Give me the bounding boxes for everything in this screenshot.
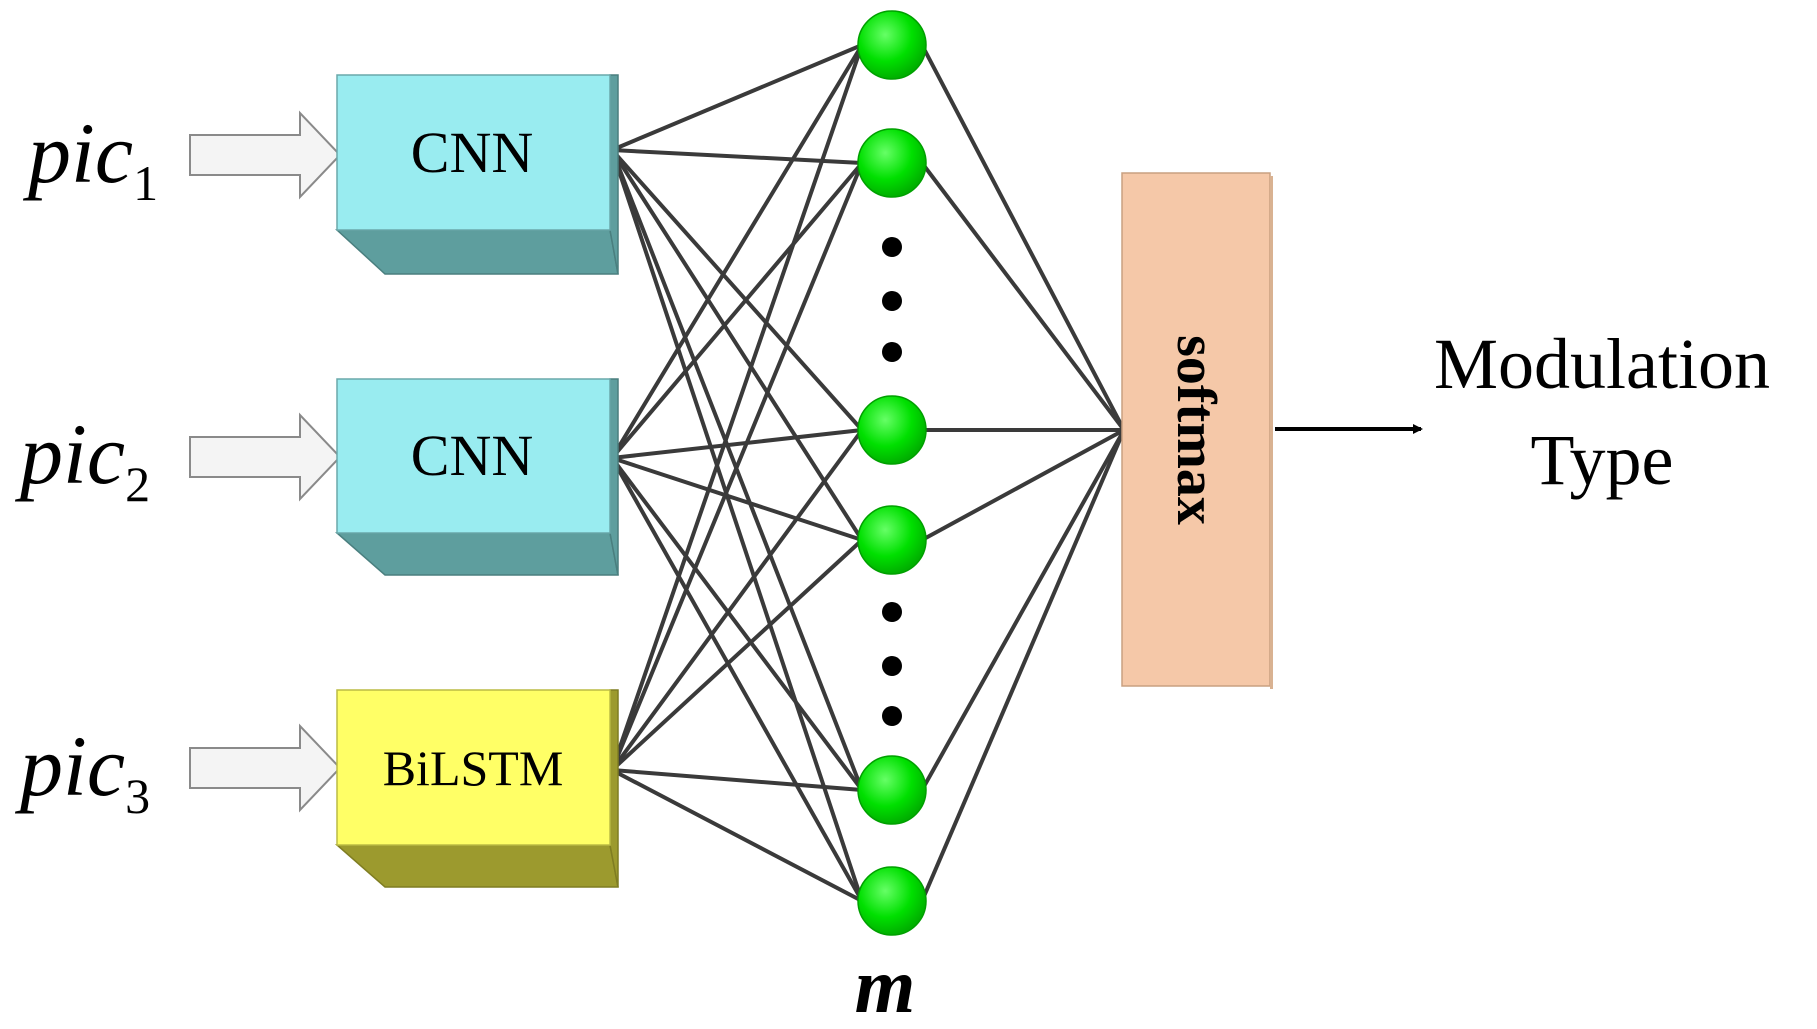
- connection-edges: [610, 43, 1126, 903]
- edge-input-to-hidden-16: [611, 768, 863, 792]
- edge-input-to-hidden-2: [610, 148, 864, 432]
- bilstm-block-label: BiLSTM: [383, 740, 564, 796]
- edge-input-to-hidden-0: [611, 43, 863, 152]
- edge-input-to-hidden-7: [610, 161, 864, 460]
- input-label-1: pic1: [22, 105, 158, 211]
- edge-input-to-hidden-8: [611, 428, 863, 460]
- edge-input-to-hidden-3: [610, 148, 864, 542]
- hidden-node-4: [857, 505, 927, 575]
- cnn-block-1-label: CNN: [411, 120, 533, 185]
- edge-hidden-to-softmax-1: [920, 161, 1126, 432]
- edge-input-to-hidden-6: [610, 43, 864, 460]
- input-label-3: pic3: [14, 718, 150, 824]
- input-arrow-3: [189, 723, 342, 813]
- ellipsis-dots-upper: [882, 237, 902, 362]
- hidden-layer: [857, 10, 927, 936]
- edge-input-to-hidden-12: [610, 44, 864, 771]
- edge-input-to-hidden-17: [611, 768, 863, 903]
- hidden-node-6: [857, 866, 927, 936]
- input-arrow-1: [189, 110, 342, 200]
- hidden-node-3: [857, 395, 927, 465]
- output-label-line1: Modulation: [1434, 324, 1770, 404]
- softmax-block: softmax: [1121, 172, 1273, 689]
- ellipsis-dots-lower: [882, 602, 902, 726]
- edge-input-to-hidden-11: [610, 457, 864, 902]
- edge-hidden-to-softmax-5: [920, 429, 1126, 902]
- input-label-2: pic2: [14, 406, 150, 512]
- edge-hidden-to-softmax-3: [921, 428, 1125, 542]
- cnn-block-2: CNN: [335, 378, 619, 576]
- edge-hidden-to-softmax-4: [920, 429, 1126, 791]
- edge-input-to-hidden-9: [611, 456, 863, 542]
- edge-hidden-to-softmax-0: [920, 44, 1126, 431]
- edge-input-to-hidden-5: [610, 149, 864, 902]
- cnn-block-2-label: CNN: [411, 423, 533, 488]
- input-arrow-2: [189, 412, 342, 502]
- hidden-layer-label: m: [855, 942, 916, 1029]
- edge-input-to-hidden-15: [610, 538, 864, 772]
- edge-input-to-hidden-13: [610, 162, 864, 771]
- edge-input-to-hidden-10: [610, 456, 864, 792]
- edge-input-to-hidden-14: [610, 428, 864, 772]
- hidden-node-2: [857, 128, 927, 198]
- hidden-node-1: [857, 10, 927, 80]
- softmax-label: softmax: [1165, 335, 1227, 525]
- bilstm-block: BiLSTM: [335, 689, 619, 888]
- cnn-block-1: CNN: [335, 74, 619, 275]
- output-label-line2: Type: [1531, 420, 1674, 500]
- hidden-node-5: [857, 755, 927, 825]
